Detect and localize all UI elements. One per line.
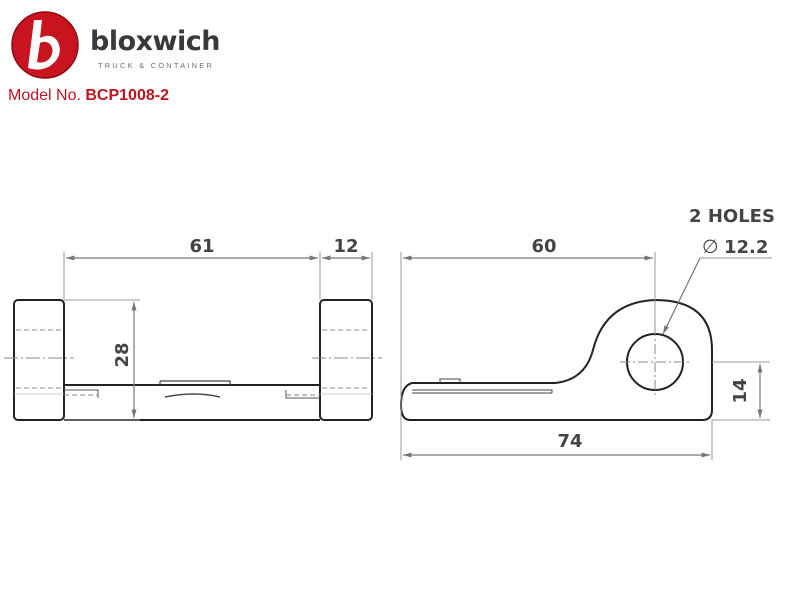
side-view: 60 74 14 2 HOLES ∅ 12.2 bbox=[399, 206, 775, 460]
brand-tagline: TRUCK & CONTAINER bbox=[98, 61, 215, 70]
dim-label-74: 74 bbox=[557, 431, 582, 452]
header: bloxwich TRUCK & CONTAINER Model No. BCP… bbox=[8, 10, 268, 110]
front-base-plate bbox=[64, 384, 320, 421]
dim-label-60: 60 bbox=[531, 236, 556, 257]
model-value: BCP1008-2 bbox=[85, 87, 169, 104]
dim-label-12: 12 bbox=[333, 236, 358, 257]
diameter-symbol: ∅ bbox=[702, 236, 719, 258]
hole-leader-line bbox=[662, 257, 701, 335]
front-view: 61 12 28 bbox=[4, 236, 382, 421]
holes-note: 2 HOLES bbox=[689, 206, 775, 227]
bloxwich-logo-icon bbox=[11, 11, 79, 79]
dim-label-28: 28 bbox=[112, 342, 133, 367]
dim-label-61: 61 bbox=[189, 236, 214, 257]
hole-diameter: 12.2 bbox=[724, 237, 768, 258]
model-number: Model No. BCP1008-2 bbox=[8, 87, 169, 105]
front-right-block bbox=[319, 299, 373, 421]
model-label: Model No. bbox=[8, 87, 81, 104]
dim-label-14: 14 bbox=[730, 378, 751, 403]
brand-name: bloxwich bbox=[90, 26, 220, 57]
front-left-block bbox=[13, 299, 65, 421]
